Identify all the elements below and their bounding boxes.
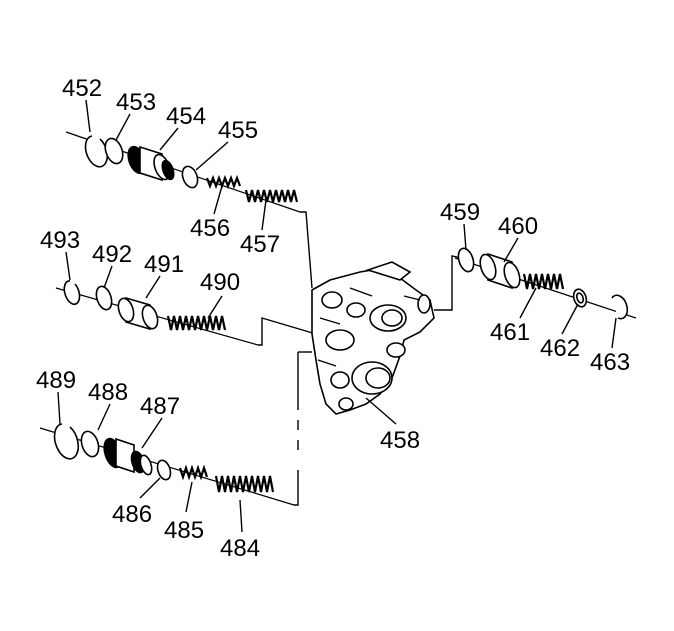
snap-ring-463: [611, 294, 629, 320]
valve-454: [127, 145, 175, 182]
bottom-left-valve-train: [39, 351, 312, 506]
o-ring-459: [457, 247, 475, 273]
middle-left-valve-train: [55, 280, 317, 346]
callout-493: 493: [40, 227, 80, 254]
snap-ring-489: [53, 423, 79, 460]
spring-490: [166, 315, 227, 331]
o-ring-488: [80, 430, 100, 458]
top-left-valve-train: [65, 131, 313, 289]
middle-connector: [258, 317, 317, 346]
spring-485: [178, 464, 209, 481]
callout-485: 485: [164, 517, 204, 544]
callout-labels: 452 453 454 455 456 457 459 460 461 462 …: [36, 75, 630, 562]
callout-488: 488: [88, 379, 128, 406]
valve-491: [117, 296, 159, 331]
valve-460: [479, 252, 521, 290]
callout-484: 484: [220, 535, 260, 562]
callout-459: 459: [440, 199, 480, 226]
callout-454: 454: [166, 103, 206, 130]
callout-486: 486: [112, 501, 152, 528]
spring-456: [205, 174, 242, 190]
o-ring-486: [156, 459, 172, 481]
callout-492: 492: [92, 241, 132, 268]
callout-491: 491: [144, 251, 184, 278]
callout-458: 458: [380, 427, 420, 454]
callout-462: 462: [540, 335, 580, 362]
o-ring-492: [95, 285, 113, 311]
snap-ring-452: [84, 135, 109, 168]
top-connector: [300, 211, 313, 289]
o-ring-453: [104, 137, 124, 165]
spring-484: [214, 475, 275, 493]
spring-461: [522, 273, 565, 290]
callout-463: 463: [590, 349, 630, 376]
callout-452: 452: [62, 75, 102, 102]
callout-455: 455: [218, 117, 258, 144]
callout-489: 489: [36, 367, 76, 394]
right-valve-train: [434, 247, 637, 320]
callout-461: 461: [490, 319, 530, 346]
callout-453: 453: [116, 89, 156, 116]
right-connector: [434, 255, 463, 311]
leader-lines: [57, 99, 617, 533]
callout-487: 487: [140, 393, 180, 420]
callout-490: 490: [200, 269, 240, 296]
callout-460: 460: [498, 213, 538, 240]
snap-ring-493: [63, 280, 81, 305]
valve-487: [103, 437, 153, 476]
callout-457: 457: [240, 231, 280, 258]
bottom-connector: [294, 470, 299, 506]
o-ring-455: [181, 165, 199, 189]
valve-body-458: [311, 261, 435, 415]
spring-457: [244, 189, 299, 203]
callout-456: 456: [190, 215, 230, 242]
